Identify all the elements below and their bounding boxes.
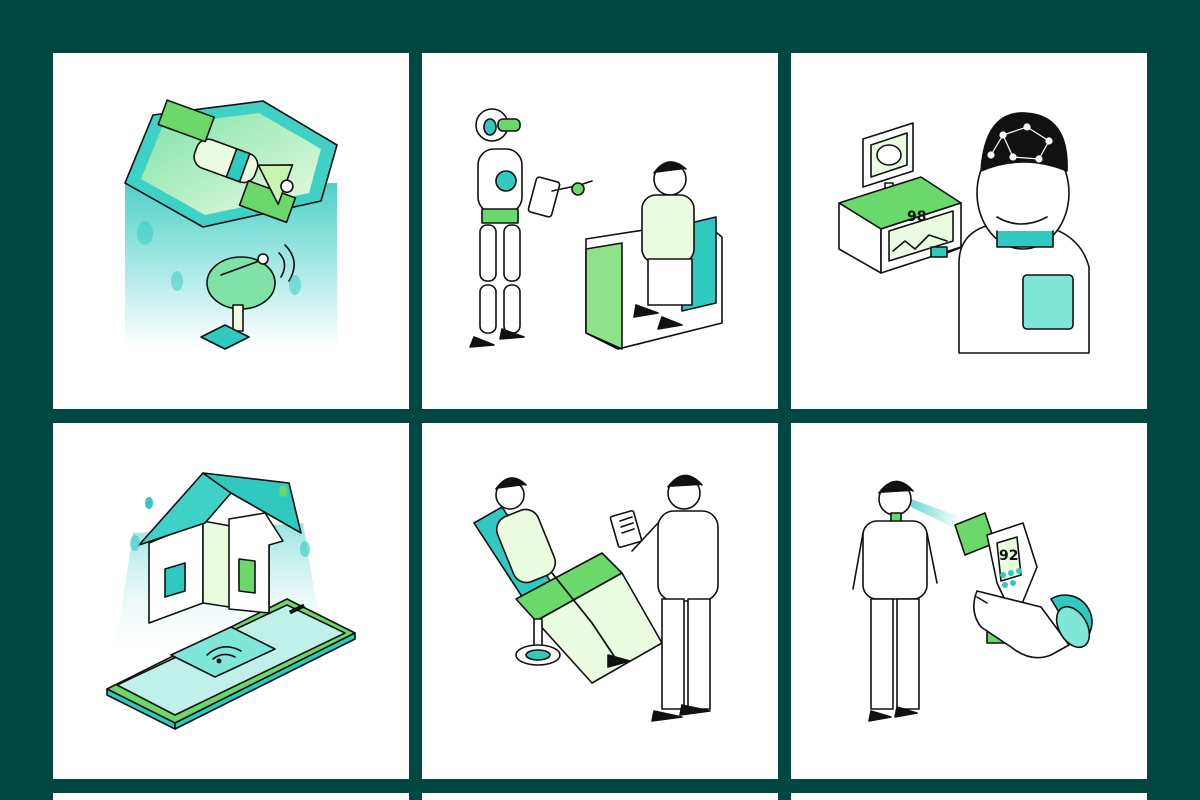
smart-home-phone-icon	[106, 472, 356, 730]
illustration-tile-partial	[791, 793, 1147, 800]
illustration-tile-robot	[422, 53, 778, 409]
thermometer-reading: 92	[999, 548, 1018, 564]
brain-monitor-reading: 98	[907, 209, 926, 225]
illustration-tile-partial	[422, 793, 778, 800]
illustration-tile-temperature: 92	[791, 423, 1147, 779]
illustration-tile-satellite	[53, 53, 409, 409]
illustration-tile-smart-home	[53, 423, 409, 779]
illustration-tile-doctor-patient	[422, 423, 778, 779]
satellite-dish-icon	[124, 99, 338, 350]
brain-scan-helmet-icon: 98	[838, 112, 1090, 354]
temperature-scanner-icon: 92	[852, 480, 1093, 722]
illustration-tile-brain-scan: 98	[791, 53, 1147, 409]
robot-consultation-icon	[469, 108, 723, 350]
illustration-tile-partial	[53, 793, 409, 800]
doctor-patient-chair-icon	[473, 474, 719, 722]
